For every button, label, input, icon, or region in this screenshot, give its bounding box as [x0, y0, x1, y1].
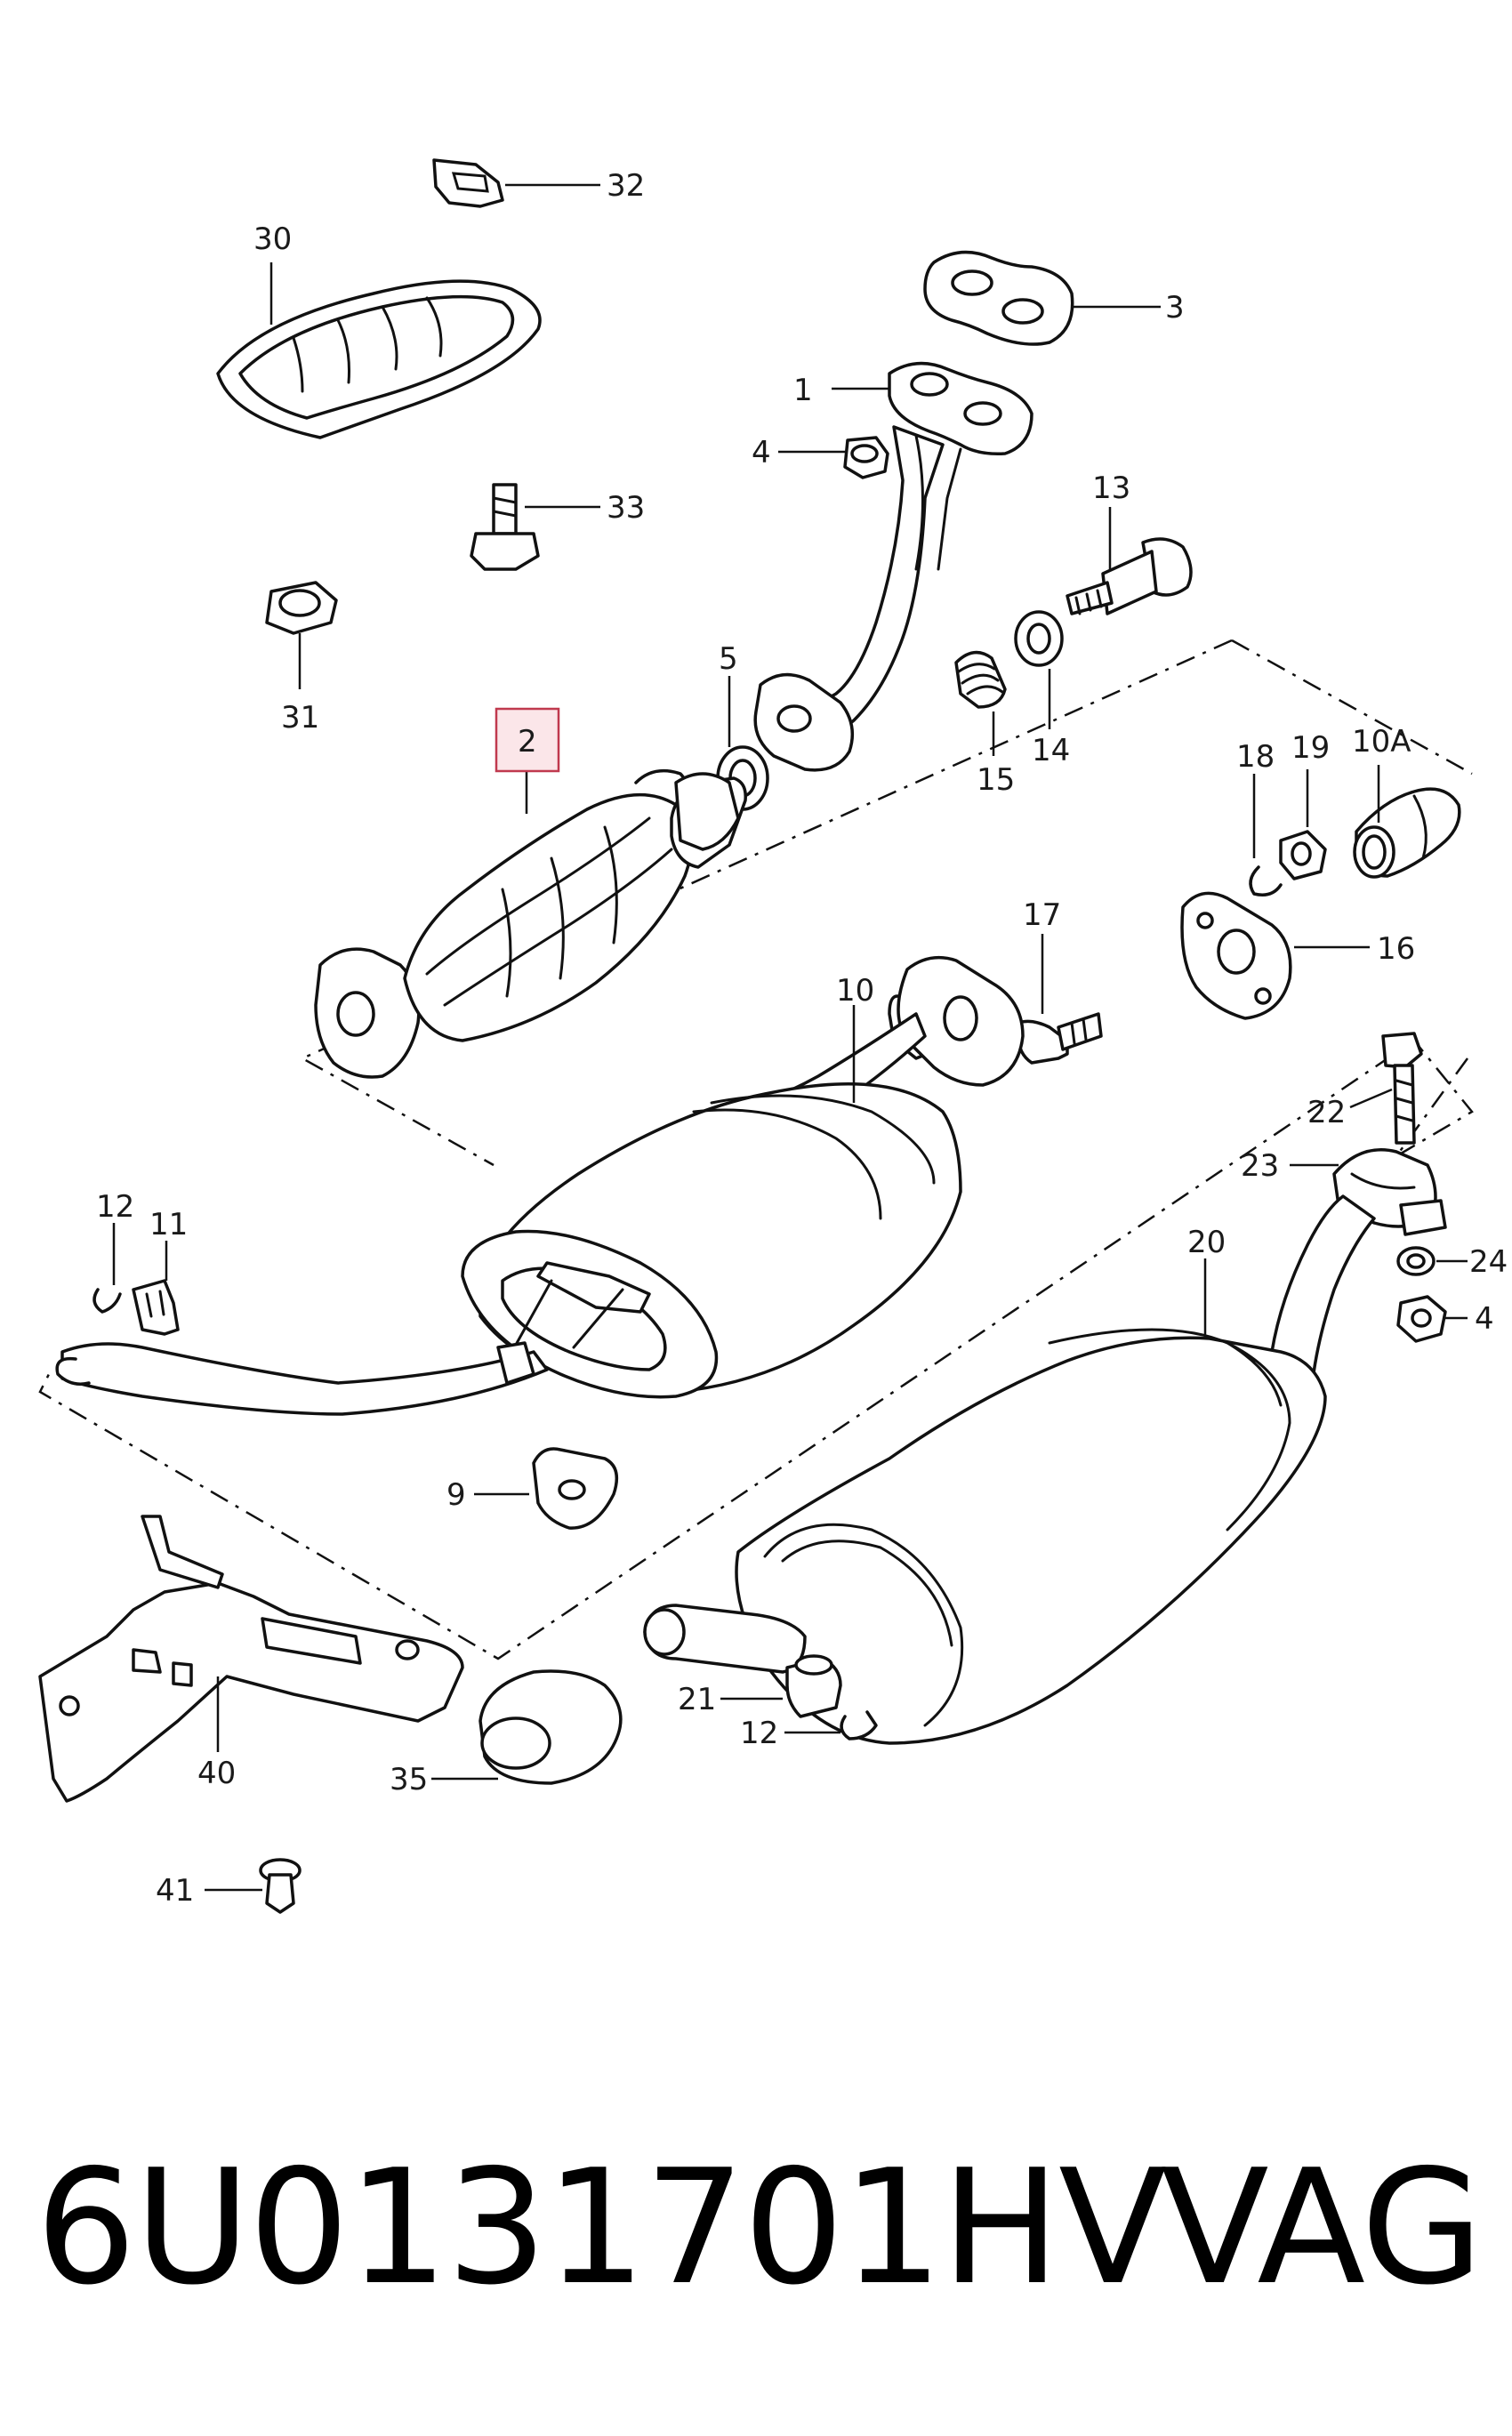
lower-clip-part: [784, 1710, 878, 1741]
clip-nut-part: [432, 158, 600, 208]
flange-gasket-part: [923, 250, 1161, 346]
callout-19: 19: [1291, 730, 1330, 766]
callout-21: 21: [678, 1682, 716, 1717]
brand-name: VAG: [1161, 2135, 1484, 2319]
push-clip-part: [205, 1858, 302, 1914]
callout-12-top: 12: [96, 1189, 134, 1225]
catalytic-converter-part: [314, 760, 747, 1079]
callout-2: 2: [518, 724, 537, 760]
lower-nut-part: [1396, 1295, 1468, 1343]
exhaust-clamp-part: [1353, 765, 1461, 879]
bolt-part: [470, 483, 600, 571]
callout-14: 14: [1032, 733, 1070, 768]
callout-24: 24: [1469, 1244, 1508, 1280]
callout-11: 11: [149, 1207, 188, 1242]
spring-washer-part: [1014, 610, 1064, 729]
callout-3: 3: [1165, 290, 1185, 326]
part-number: 6U0131701HV: [36, 2135, 1167, 2319]
rear-silencer-part: [643, 1194, 1376, 1745]
lower-heat-shield-part: [38, 1515, 464, 1803]
callout-13: 13: [1092, 470, 1130, 506]
circlip-part: [1249, 774, 1283, 896]
flange-nut-part: [265, 581, 338, 689]
callout-12-bottom: 12: [740, 1716, 778, 1751]
nut-part: [778, 436, 889, 479]
callout-17: 17: [1023, 897, 1061, 933]
callout-40: 40: [197, 1756, 236, 1791]
rubber-mount-part: [474, 1447, 619, 1530]
callout-41: 41: [156, 1873, 194, 1909]
callout-10a: 10A: [1352, 724, 1411, 760]
rubber-hanger-part: [720, 1654, 842, 1718]
callout-10: 10: [836, 973, 874, 1009]
callout-labels: 32 30 3 1 4 33 13 31 5 15 14 2 18 19 10A…: [96, 168, 1508, 1909]
hanger-bracket-part: [92, 1223, 180, 1336]
callout-22: 22: [1307, 1095, 1346, 1130]
front-pipe-part: [753, 361, 1033, 772]
tailpipe-trim-part: [431, 1669, 623, 1785]
callout-4-bottom: 4: [1475, 1301, 1494, 1337]
callout-18: 18: [1236, 739, 1275, 775]
callout-9: 9: [446, 1477, 466, 1513]
hex-nut-part: [1279, 769, 1327, 880]
callout-16: 16: [1377, 931, 1415, 967]
heat-shield-part: [216, 262, 542, 439]
callout-5: 5: [719, 641, 738, 677]
callout-31: 31: [281, 700, 319, 736]
callout-4-top: 4: [752, 435, 771, 470]
callout-15: 15: [977, 762, 1015, 798]
hanger-bolt-part: [1349, 1032, 1423, 1145]
callout-35: 35: [390, 1762, 428, 1797]
clamp-bolt-part: [1017, 934, 1103, 1065]
rear-gasket-part: [1180, 891, 1370, 1020]
callout-30: 30: [253, 221, 292, 257]
centre-silencer-part: [55, 955, 1025, 1416]
lower-washer-part: [1396, 1246, 1468, 1276]
callout-20: 20: [1187, 1225, 1226, 1260]
callout-1: 1: [793, 373, 813, 408]
footer: 6U0131701HV VAG: [0, 2126, 1512, 2330]
callout-23: 23: [1241, 1148, 1279, 1184]
highlight-box: [495, 707, 560, 773]
long-bolt-part: [1066, 507, 1193, 615]
callout-32: 32: [607, 168, 645, 204]
callout-33: 33: [607, 490, 645, 526]
coil-spring-part: [954, 650, 1007, 756]
